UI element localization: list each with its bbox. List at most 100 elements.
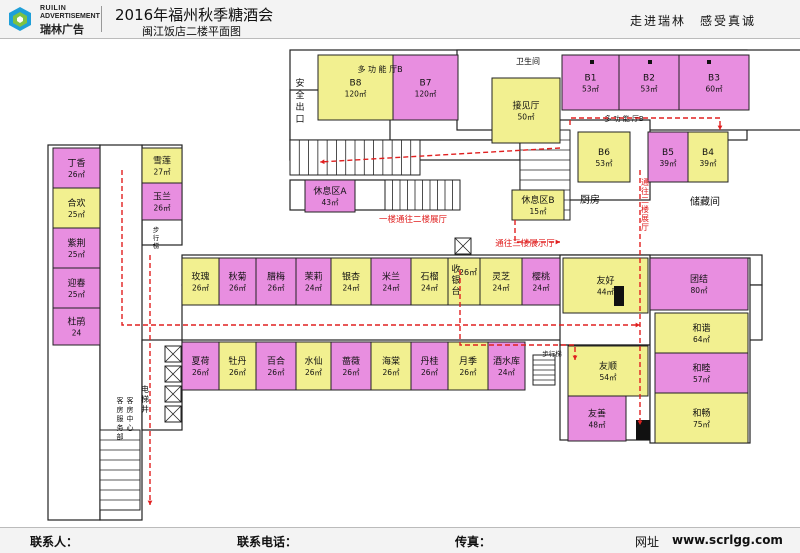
website-url[interactable]: www.scrlgg.com [672,533,783,547]
room-area: 24㎡ [421,284,439,293]
restroom-label: 卫生间 [516,56,540,66]
room-name: 丹桂 [420,355,438,367]
room-area: 26㎡ [421,368,439,377]
room-area: 60㎡ [705,85,723,94]
website-label: 网址 [635,535,660,549]
room-name: 玫瑰 [191,271,209,283]
room-area: 24㎡ [305,284,323,293]
room-name: B1 [585,74,597,84]
staircase-center [384,179,461,211]
route-dashed-line [121,170,640,326]
route-dashed-line [459,270,576,360]
room-name: 灵芝 [492,271,510,283]
page-subtitle: 闽江饭店二楼平面图 [142,25,241,38]
multi-function-hall-label: 多 功 能 厅B [604,114,644,123]
room-area: 44㎡ [597,288,615,297]
room-name: 腊梅 [267,271,285,283]
room-name: 夏荷 [191,356,209,367]
room-name: 休息区B [521,194,554,206]
room-name: 收银台 [451,263,460,297]
room-area: 64㎡ [693,335,711,344]
room-area: 26㎡ [192,284,210,293]
svg-text:通: 通 [641,177,649,187]
staircase-upper-left [289,139,421,176]
room-area: 26㎡ [267,368,285,377]
slogan: 走进瑞林 感受真诚 [630,14,757,28]
room-name: 月季 [459,355,477,367]
svg-text:出: 出 [295,101,304,113]
room-area: 24 [72,329,82,338]
stairs-label: 步行梯 [542,349,562,358]
route-label-hall2: 通往二楼展厅 [641,177,649,232]
svg-text:二: 二 [641,196,649,205]
room-name: 丁香 [67,158,85,169]
room-name: 和谐 [692,323,710,334]
room-area: 53㎡ [582,85,600,94]
room-name: B7 [420,79,432,89]
door-marker [636,420,650,440]
svg-text:房: 房 [117,405,124,414]
svg-text:梯: 梯 [153,241,160,250]
room-name: 水仙 [304,355,322,367]
room-area: 48㎡ [588,421,606,430]
storage-label: 储藏间 [690,195,720,208]
room-name: 蔷薇 [342,355,360,367]
brand-name-line1: RUILIN [40,5,67,12]
route-arrow-icon [637,420,643,425]
room-name: 石榴 [420,271,438,283]
room-name: 米兰 [382,271,400,283]
route-dashed-line [319,147,561,163]
svg-text:口: 口 [295,115,304,125]
svg-text:房: 房 [127,405,134,414]
room-area: 24㎡ [532,284,550,293]
door-marker [614,286,624,306]
route-label-hall3: 通往三楼展示厅 [495,238,555,249]
